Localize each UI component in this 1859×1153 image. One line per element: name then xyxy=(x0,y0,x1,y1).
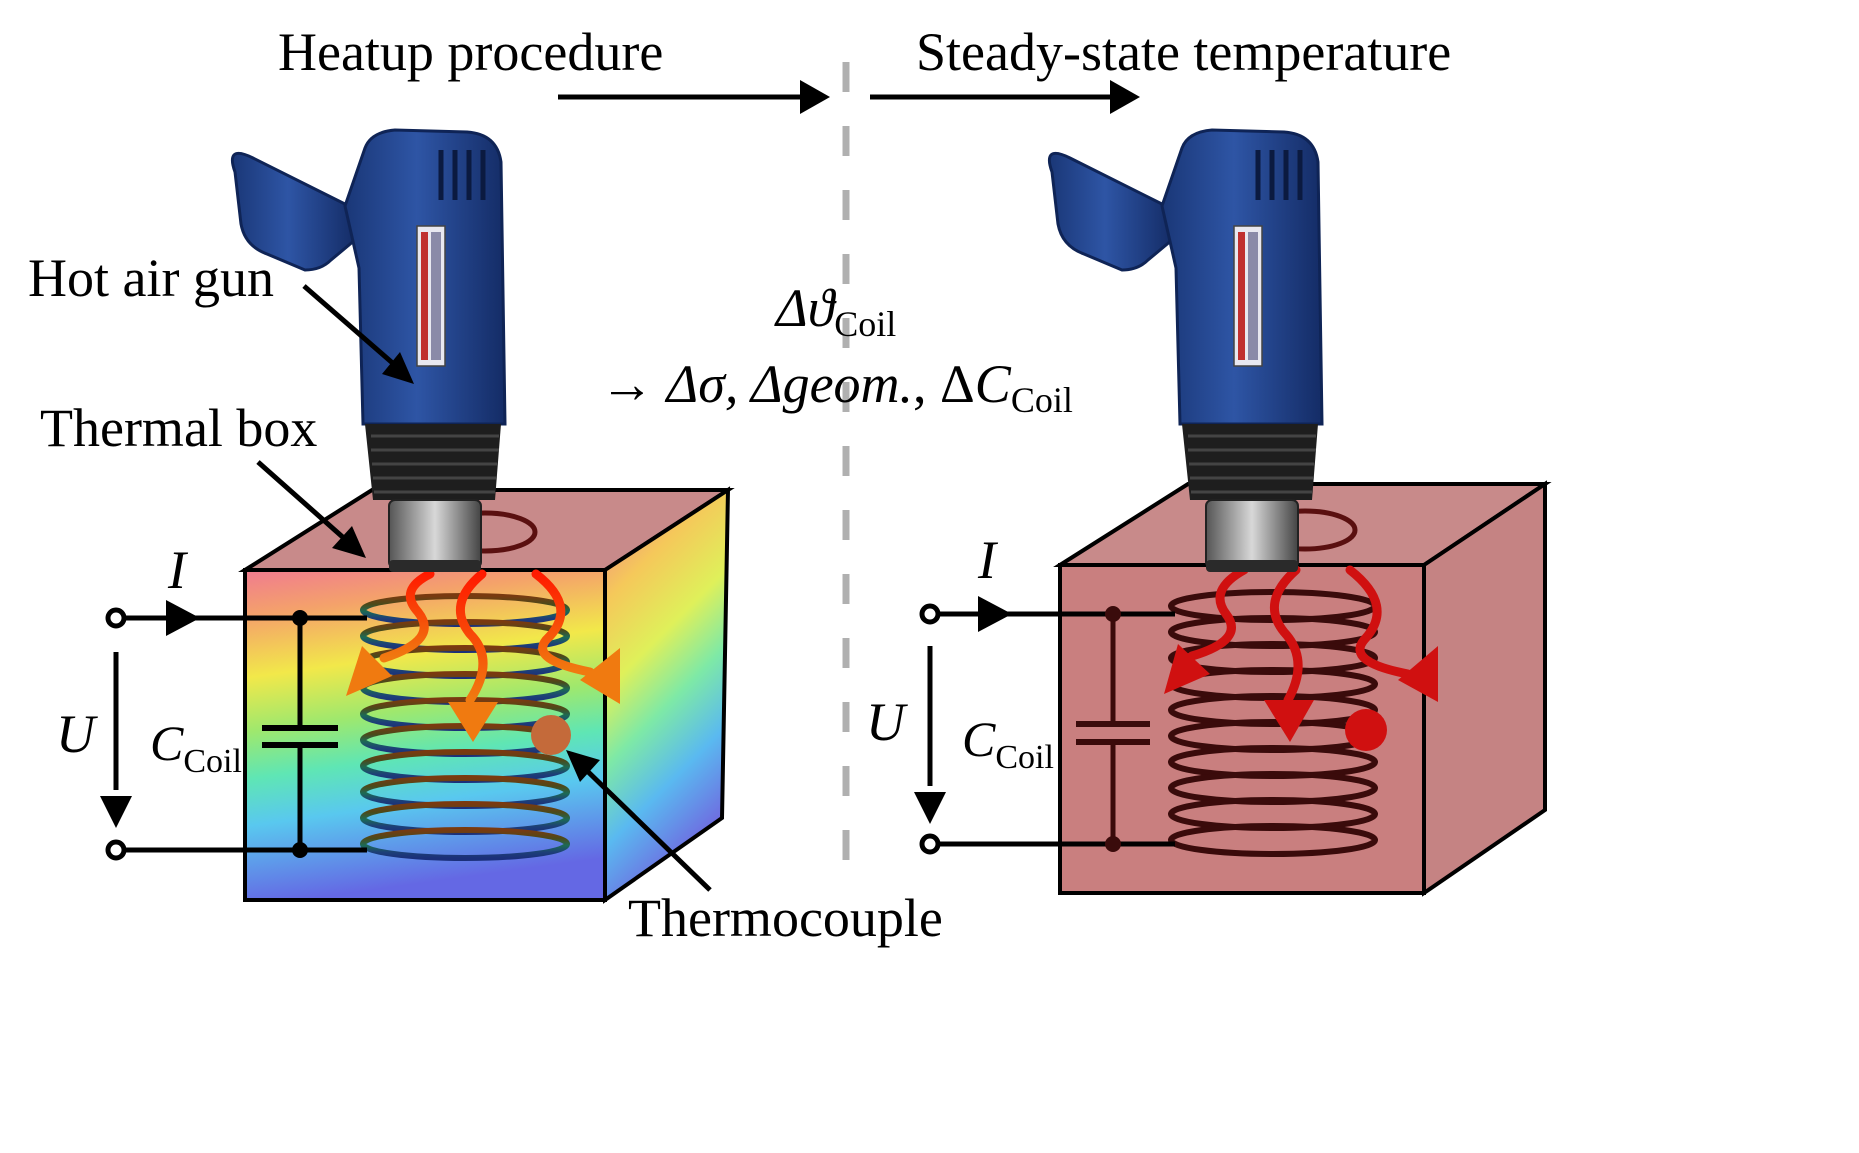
heat-flow-arrow-icon xyxy=(1187,565,1413,705)
pointer-arrowhead xyxy=(382,352,414,384)
current-arrowhead xyxy=(166,600,200,636)
junction-dot xyxy=(292,610,308,626)
current-label: I xyxy=(977,530,999,590)
pointer-arrowhead xyxy=(566,750,600,782)
thermal-box-steady xyxy=(1053,480,1552,897)
effects-label: → Δσ, Δgeom., ΔCCoil xyxy=(600,354,1073,420)
thermocouple-pointer xyxy=(578,762,712,892)
pointer-arrowhead xyxy=(332,526,366,558)
thermocouple-icon xyxy=(1345,709,1387,751)
steady-state-label: Steady-state temperature xyxy=(916,22,1451,82)
junction-dot xyxy=(1105,836,1121,852)
heat-flow-arrowhead xyxy=(1398,646,1438,702)
hot-air-gun-label: Hot air gun xyxy=(28,248,274,308)
heat-flow-arrowhead xyxy=(346,646,392,696)
circuit-heatup xyxy=(105,607,367,861)
heatup-arrowhead xyxy=(800,80,830,114)
delta-theta-label: ΔϑCoil xyxy=(774,278,896,344)
voltage-label: U xyxy=(56,704,98,764)
capacitance-label: CCoil xyxy=(962,711,1054,776)
thermocouple-icon xyxy=(531,715,571,755)
heat-flow-arrowhead xyxy=(580,648,620,704)
heat-flow-arrowhead xyxy=(1264,700,1314,742)
current-arrowhead xyxy=(978,596,1012,632)
hot-air-gun-pointer xyxy=(302,284,398,368)
junction-dot xyxy=(1105,606,1121,622)
junction-dot xyxy=(292,842,308,858)
thermocouple-label: Thermocouple xyxy=(628,888,943,948)
thermal-box-label: Thermal box xyxy=(40,398,317,458)
current-label: I xyxy=(167,540,189,600)
heat-flow-arrowhead xyxy=(448,702,498,742)
heatup-label: Heatup procedure xyxy=(278,22,663,82)
voltage-label: U xyxy=(866,692,908,752)
voltage-arrowhead xyxy=(100,796,132,828)
thermal-box-pointer xyxy=(256,460,348,542)
circuit-steady xyxy=(919,603,1175,855)
steady-arrowhead xyxy=(1110,80,1140,114)
voltage-arrowhead xyxy=(914,792,946,824)
heat-flow-arrowhead xyxy=(1164,644,1210,694)
capacitance-label: CCoil xyxy=(150,715,242,780)
heat-flow-arrow-icon xyxy=(379,569,595,705)
